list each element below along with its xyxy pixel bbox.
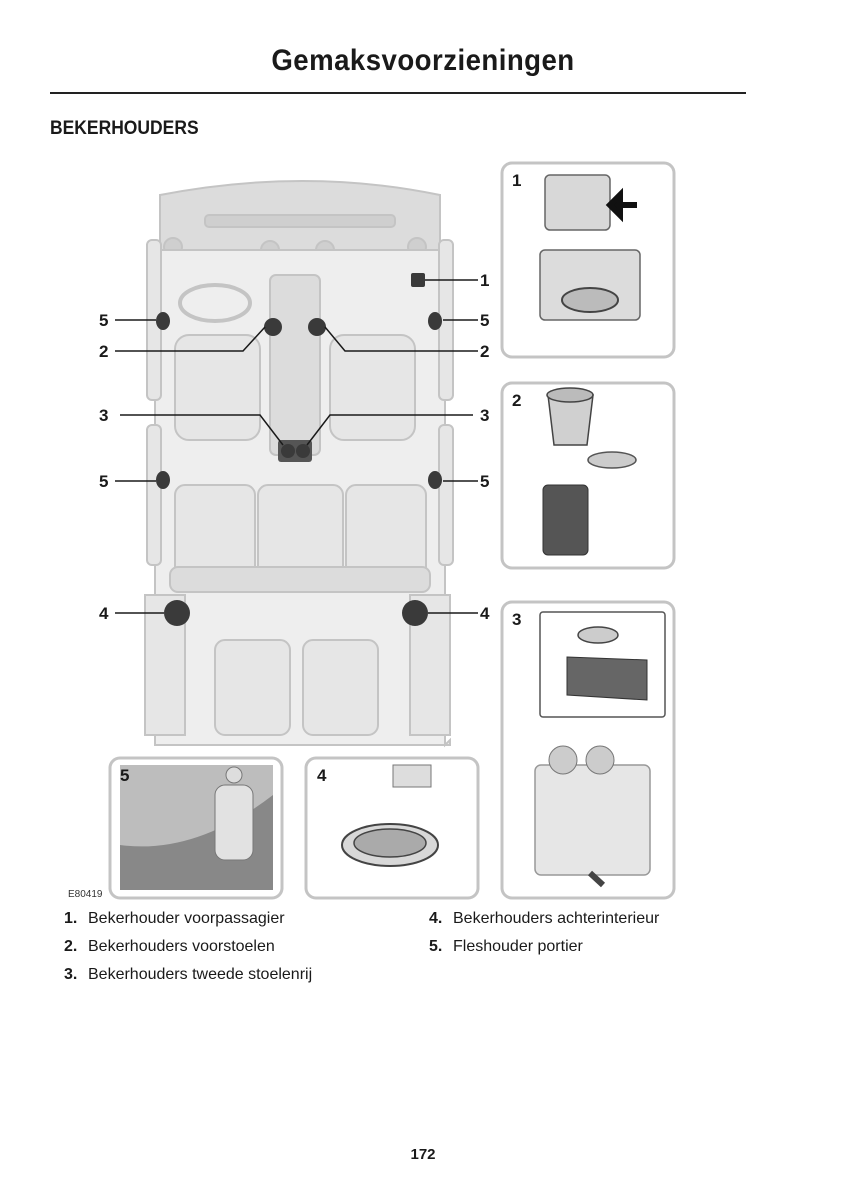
- page-number: 172: [410, 1146, 436, 1163]
- callout-1: 1: [480, 271, 489, 290]
- cupholder-figure: 1 5 5 2 2 3 3 5 5 4 4 1 2: [55, 155, 685, 905]
- inset-5-door-bottle-holder: 5: [108, 756, 284, 900]
- inset-4-rear-cupholder: 4: [304, 756, 480, 900]
- legend-item: 4. Bekerhouders achterinterieur: [429, 910, 660, 927]
- legend-item: 2. Bekerhouders voorstoelen: [64, 938, 275, 955]
- callout-2-right: 2: [480, 342, 489, 361]
- callout-2-left: 2: [99, 342, 108, 361]
- callout-5-left-front: 5: [99, 311, 108, 330]
- inset-3-label: 3: [512, 610, 521, 629]
- inset-4-label: 4: [317, 766, 327, 785]
- cupholder-markers: [156, 273, 442, 626]
- callout-3-right: 3: [480, 406, 489, 425]
- inset-1-passenger-cupholder: 1: [500, 161, 676, 359]
- inset-2-front-cupholders: 2: [500, 381, 676, 570]
- callout-5-left-rear: 5: [99, 472, 108, 491]
- callout-5-right-front: 5: [480, 311, 489, 330]
- inset-3-second-row-cupholders: 3: [500, 600, 676, 900]
- vehicle-top-view: [144, 180, 454, 748]
- callout-5-right-rear: 5: [480, 472, 489, 491]
- legend-left: 1. Bekerhouder voorpassagier 2. Bekerhou…: [64, 910, 312, 994]
- legend-item: 1. Bekerhouder voorpassagier: [64, 910, 285, 927]
- callout-3-left: 3: [99, 406, 108, 425]
- legend-right: 4. Bekerhouders achterinterieur 5. Flesh…: [429, 910, 659, 966]
- inset-5-label: 5: [120, 766, 129, 785]
- legend-item: 5. Fleshouder portier: [429, 938, 583, 955]
- legend-item: 3. Bekerhouders tweede stoelenrij: [64, 966, 313, 983]
- figure-drawing: 1 5 5 2 2 3 3 5 5 4 4 1 2: [99, 161, 676, 900]
- callout-leaders: [115, 279, 478, 614]
- callout-4-left: 4: [99, 604, 109, 623]
- section-heading: BEKERHOUDERS: [50, 118, 199, 139]
- inset-2-label: 2: [512, 391, 521, 410]
- callout-4-right: 4: [480, 604, 490, 623]
- inset-1-label: 1: [512, 171, 521, 190]
- title-divider: [50, 92, 746, 94]
- figure-code: E80419: [68, 889, 103, 900]
- page-title: Gemaksvoorzieningen: [271, 44, 575, 77]
